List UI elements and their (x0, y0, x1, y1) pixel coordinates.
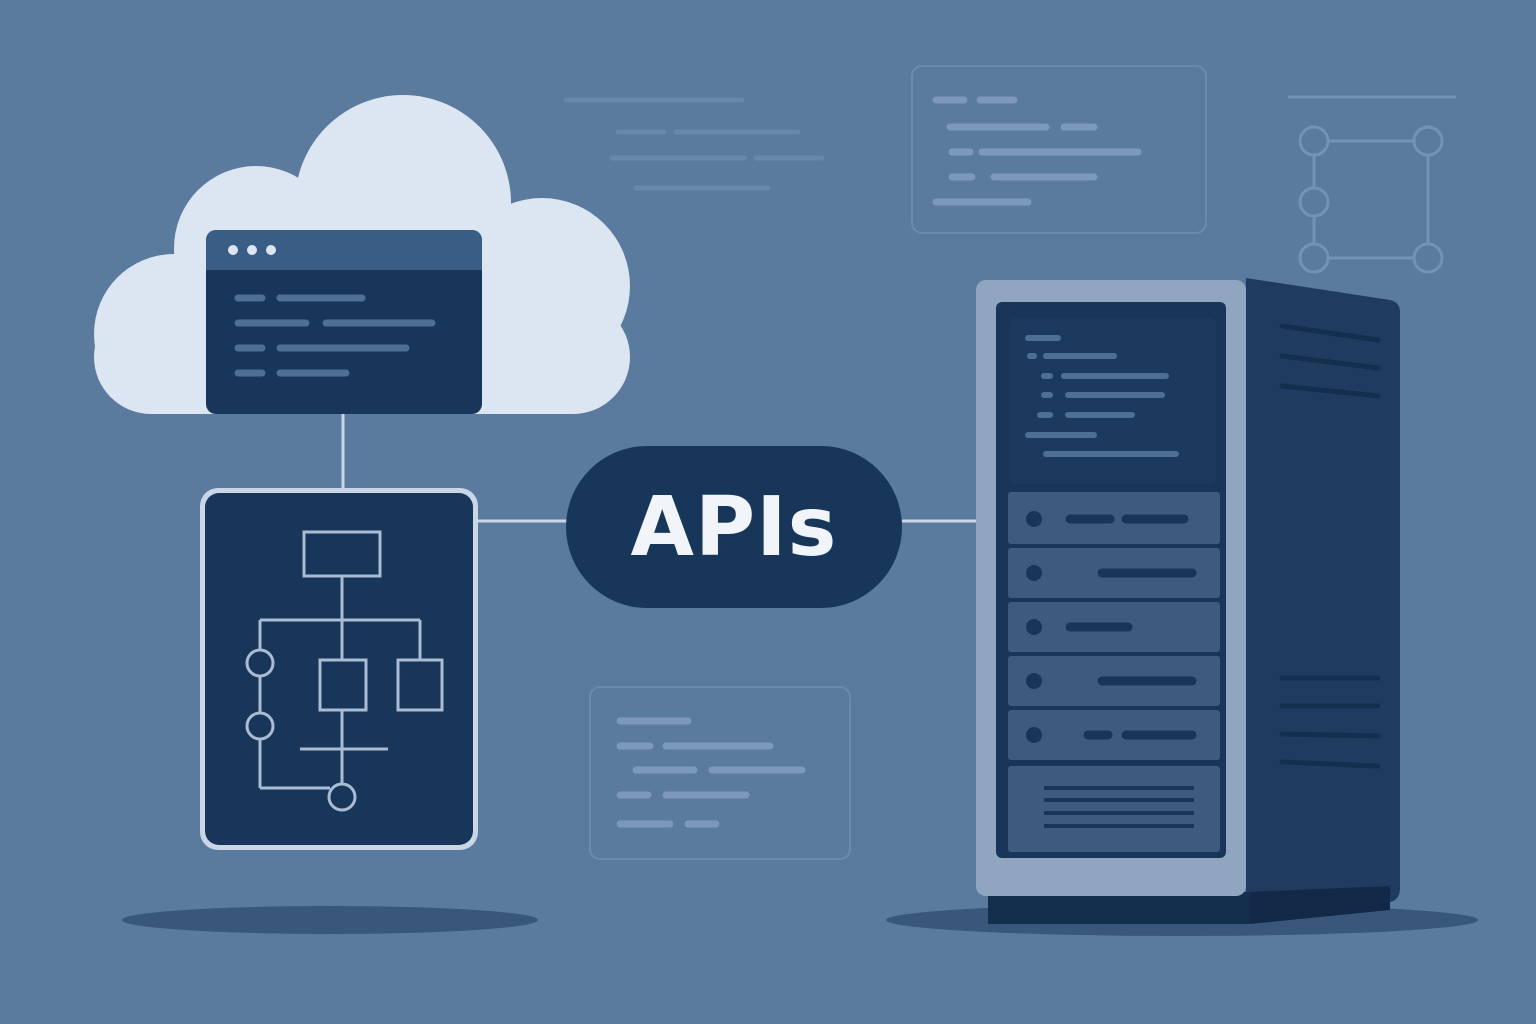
decor-code-top-left (563, 97, 825, 191)
server-drive-slots (1008, 492, 1220, 852)
connector-lines (341, 414, 978, 523)
flowchart-panel (200, 488, 478, 850)
decor-code-panel-top (911, 65, 1207, 234)
decor-code-panel-bottom (589, 686, 851, 860)
server-rack-icon (976, 278, 1400, 924)
flowchart-icon (245, 530, 444, 812)
browser-window-icon (206, 230, 482, 414)
left-ground-shadow (122, 906, 538, 934)
decor-node-graph (1288, 95, 1456, 274)
api-pill (566, 446, 902, 608)
